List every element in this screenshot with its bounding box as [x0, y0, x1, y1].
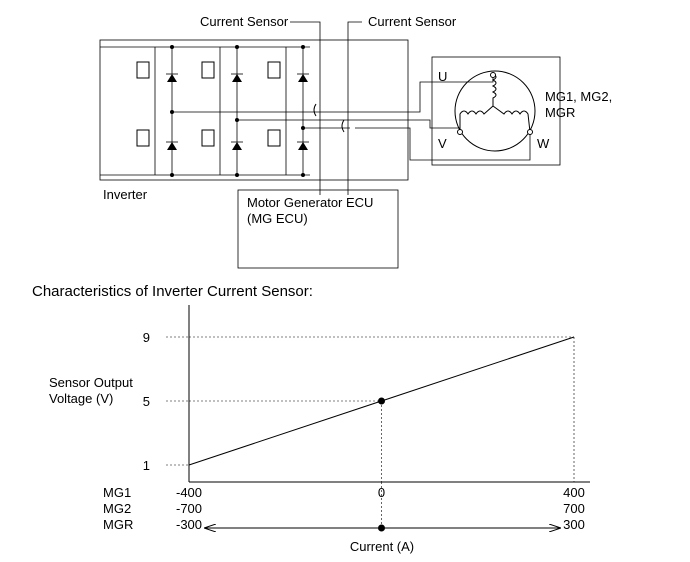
- x-axis-label: Current (A): [350, 539, 414, 554]
- diode-icon: [167, 74, 177, 82]
- w-phase-wire-b: [355, 127, 531, 161]
- motor-label-line1: MG1, MG2,: [545, 89, 612, 104]
- x-tick-label: 400: [563, 485, 585, 500]
- diode-icon: [232, 74, 242, 82]
- igbt-icon: [201, 129, 215, 147]
- current-sensor-1-coil: [313, 103, 317, 117]
- igbt-icon: [267, 129, 281, 147]
- ecu-label-line2: (MG ECU): [247, 211, 308, 226]
- current-sensor-label-1: Current Sensor: [200, 14, 289, 29]
- x-tick-label: -700: [176, 501, 202, 516]
- v-winding-icon: [459, 105, 494, 132]
- igbt-icon: [136, 129, 150, 147]
- diode-icon: [167, 142, 177, 150]
- x-tick-label: 700: [563, 501, 585, 516]
- motor-symbol: [431, 56, 561, 166]
- x-tick-label: 300: [563, 517, 585, 532]
- diode-icon: [298, 74, 308, 82]
- x-scale-name-mg2: MG2: [103, 501, 131, 516]
- data-point: [378, 397, 385, 405]
- x-tick-label: -300: [176, 517, 202, 532]
- u-phase-wire: [172, 78, 494, 113]
- diode-icon: [298, 142, 308, 150]
- u-winding-icon: [491, 73, 497, 106]
- y-tick-label: 9: [143, 330, 150, 345]
- ecu-box: [237, 189, 399, 269]
- inverter-circuit: [99, 21, 531, 269]
- igbt-icon: [201, 61, 215, 79]
- x-tick-label: -400: [176, 485, 202, 500]
- sensor1-callout: [290, 21, 321, 28]
- diode-icon: [232, 142, 242, 150]
- motor-circle-icon: [454, 70, 536, 152]
- phase-w-label: W: [537, 136, 550, 151]
- motor-label-line2: MGR: [545, 105, 575, 120]
- sensor-characteristic-chart: Characteristics of Inverter Current Sens…: [32, 283, 590, 554]
- inverter-leg-2: [201, 45, 243, 177]
- y-tick-label: 1: [143, 458, 150, 473]
- y-tick-label: 5: [143, 394, 150, 409]
- w-winding-icon: [492, 105, 531, 133]
- zero-axis-point: [378, 524, 385, 532]
- igbt-icon: [136, 61, 150, 79]
- chart-title: Characteristics of Inverter Current Sens…: [32, 283, 313, 300]
- x-scale-name-mgr: MGR: [103, 517, 133, 532]
- igbt-icon: [267, 61, 281, 79]
- x-scale-name-mg1: MG1: [103, 485, 131, 500]
- inverter-leg-3: [267, 45, 309, 177]
- phase-v-label: V: [438, 136, 447, 151]
- y-axis-label-line1: Sensor Output: [49, 375, 133, 390]
- inverter-box: [99, 39, 409, 181]
- x-tick-label: 0: [378, 485, 385, 500]
- sensor2-callout: [347, 21, 362, 28]
- current-sensor-label-2: Current Sensor: [368, 14, 457, 29]
- current-sensor-2-coil: [341, 119, 345, 133]
- y-axis-label-line2: Voltage (V): [49, 391, 113, 406]
- motor-box: [431, 56, 561, 166]
- ecu-label-line1: Motor Generator ECU: [247, 195, 373, 210]
- inverter-label: Inverter: [103, 187, 148, 202]
- phase-u-label: U: [438, 69, 447, 84]
- inverter-leg-1: [136, 45, 178, 177]
